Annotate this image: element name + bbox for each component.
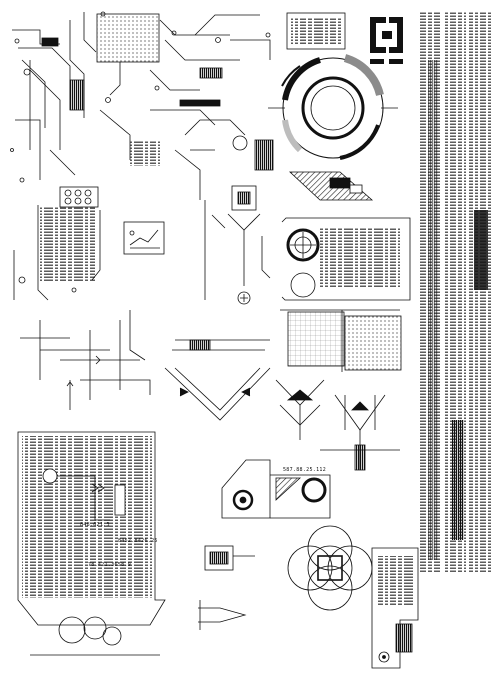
bracket-logo bbox=[370, 17, 403, 64]
chart-icon-box bbox=[123, 221, 165, 255]
dot-grid-panel bbox=[13, 186, 101, 301]
stripe-chevron bbox=[288, 171, 374, 201]
readout-4: 587.88.25.112 bbox=[283, 467, 326, 473]
small-device bbox=[198, 545, 255, 630]
connector-cluster bbox=[204, 185, 271, 305]
tag-card bbox=[371, 547, 419, 669]
readout-1: 848.621.3 bbox=[80, 522, 110, 528]
badge-plate: 587.88.25.112 bbox=[221, 459, 331, 519]
hud-mini-target bbox=[281, 217, 411, 301]
fork-circuit bbox=[275, 379, 400, 471]
grid-panels bbox=[280, 309, 402, 372]
crosshair-lines bbox=[20, 310, 151, 410]
radar-ring bbox=[268, 54, 398, 160]
right-text-columns bbox=[418, 12, 491, 572]
readout-3: 78.421.3658.9 bbox=[88, 562, 131, 568]
readout-2: 8452.8426.25 bbox=[118, 538, 158, 544]
v-chevron bbox=[164, 339, 271, 421]
text-slab: 848.621.3 8452.8426.25 78.421.3658.9 bbox=[17, 431, 166, 656]
circuit-traces-top-left bbox=[10, 11, 274, 200]
circle-flower bbox=[287, 525, 373, 611]
header-text-plate bbox=[286, 12, 346, 50]
